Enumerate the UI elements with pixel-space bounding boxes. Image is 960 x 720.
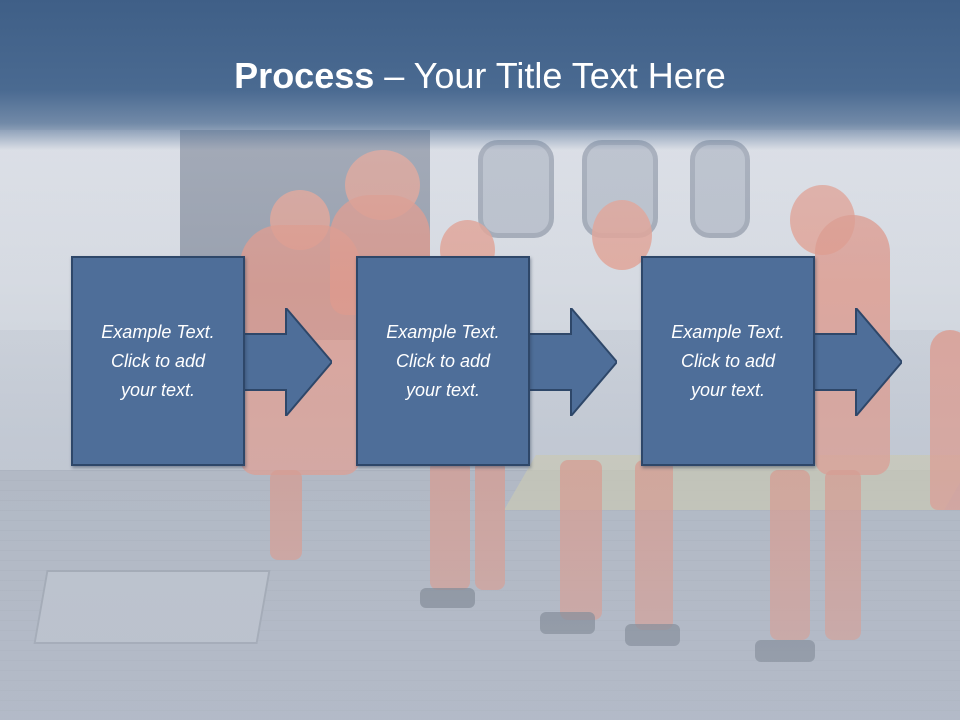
arrow-right-icon	[236, 308, 332, 416]
process-step-2[interactable]: Example Text. Click to add your text.	[356, 256, 530, 466]
step-text-line: Click to add	[680, 350, 776, 371]
slide-title[interactable]: Process – Your Title Text Here	[0, 56, 960, 96]
step-text-line: Example Text.	[671, 321, 785, 342]
step-text-line: Example Text.	[101, 321, 215, 342]
process-step-3[interactable]: Example Text. Click to add your text.	[641, 256, 815, 466]
step-text-line: your text.	[690, 379, 765, 400]
arrow-right-icon	[806, 308, 902, 416]
step-text: Example Text. Click to add your text.	[671, 318, 784, 405]
step-text-line: Example Text.	[386, 321, 500, 342]
step-text-line: your text.	[120, 379, 195, 400]
step-text: Example Text. Click to add your text.	[386, 318, 499, 405]
title-text: Your Title Text Here	[413, 55, 726, 96]
step-text-line: Click to add	[395, 350, 491, 371]
step-text: Example Text. Click to add your text.	[101, 318, 214, 405]
title-bold-part: Process	[234, 55, 375, 96]
step-text-line: your text.	[405, 379, 480, 400]
title-separator: –	[374, 55, 414, 96]
process-step-1[interactable]: Example Text. Click to add your text.	[71, 256, 245, 466]
step-text-line: Click to add	[110, 350, 206, 371]
title-bar	[0, 0, 960, 150]
arrow-right-icon	[521, 308, 617, 416]
